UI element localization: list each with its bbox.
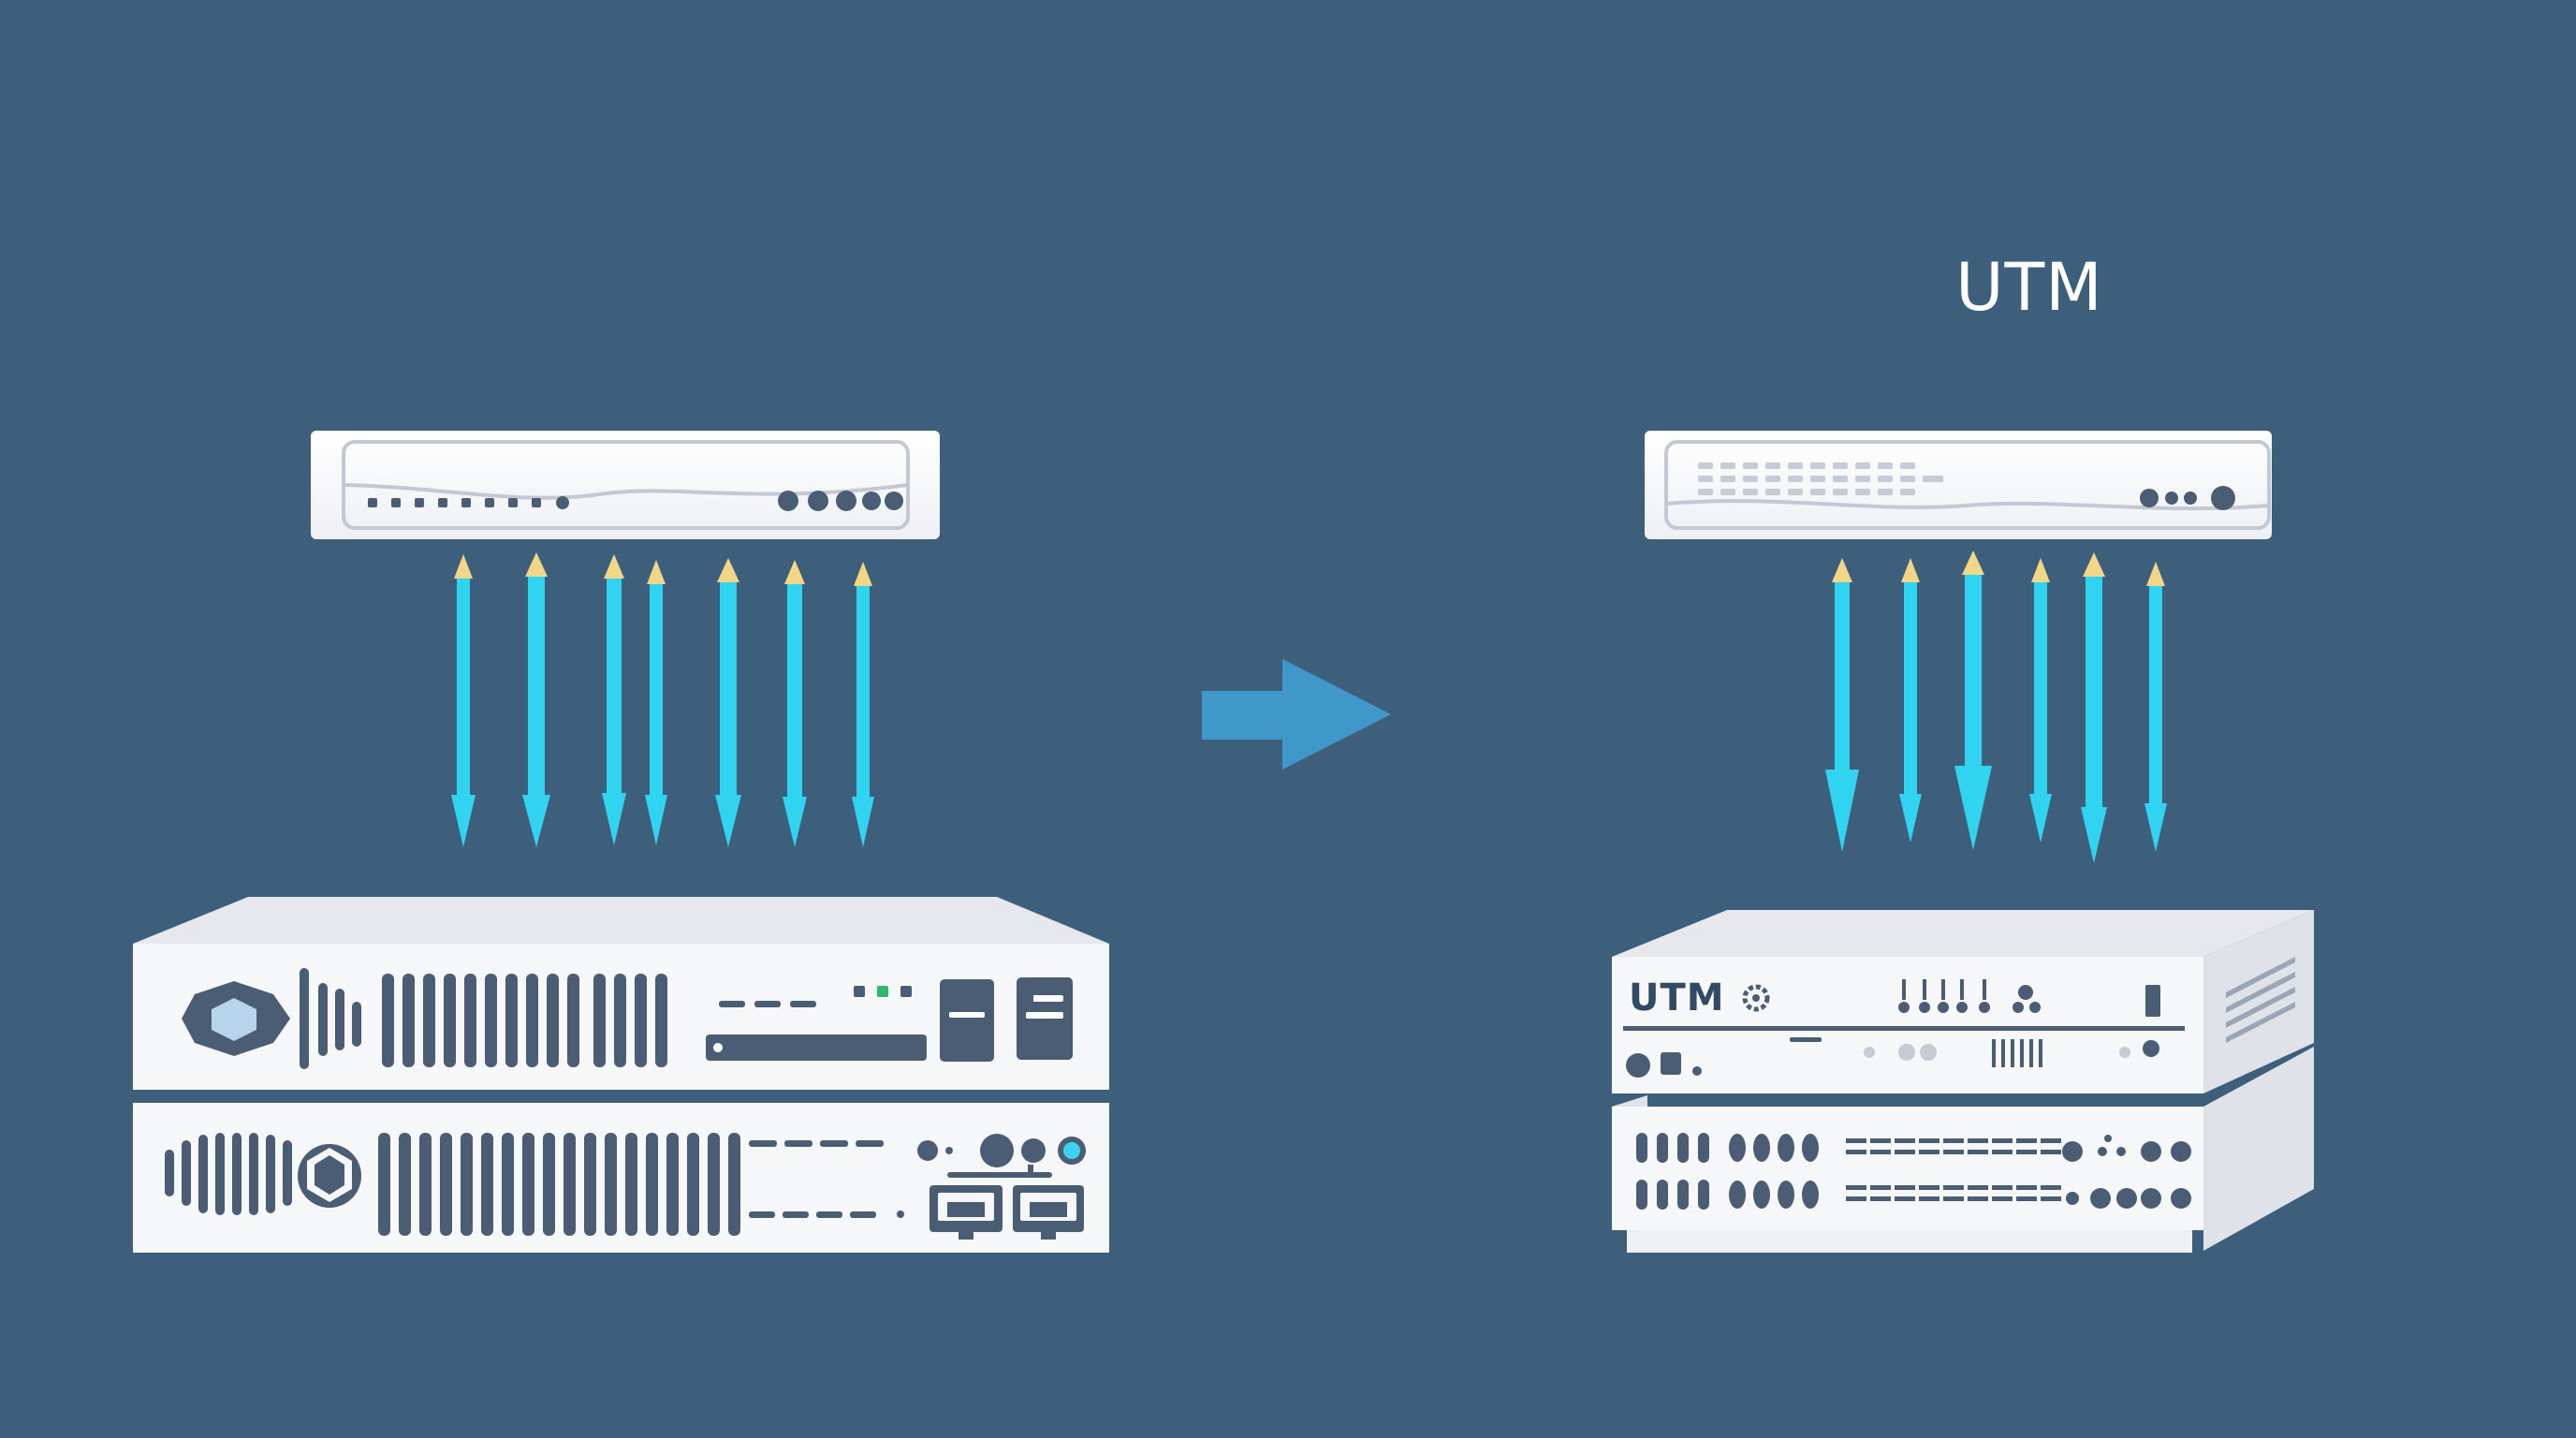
shield-logo-icon [182,981,290,1056]
utm-title: UTM [1955,249,2103,326]
right-top-device-vents [1698,462,1943,495]
ethernet-port-icon-2 [1013,1185,1084,1240]
fan-icon [298,1144,361,1208]
right-flow-arrow [2029,558,2052,843]
utm-upper-details [1623,979,2185,1078]
left-flow-arrow [715,558,741,847]
left-flow-arrow [451,554,476,847]
ethernet-port-icon [929,1185,1003,1240]
left-module-details [713,995,1063,1052]
left-flow-arrow [602,554,626,845]
right-flow-arrow [1825,558,1859,852]
right-traffic-flows [1825,550,2167,863]
right-flow-arrow [2081,552,2107,863]
left-top-device-leds [368,491,903,511]
right-flow-arrow [2144,562,2167,852]
right-top-device-leds [2140,486,2235,510]
right-flow-arrow [1899,558,1922,843]
utm-appliance [1612,910,2314,1253]
utm-lower-ports [1636,1133,2191,1210]
utm-device-badge: UTM [1629,976,1725,1020]
transition-arrow [1202,659,1391,770]
status-led-green-icon [877,986,888,997]
left-module-upper-vents [300,968,1073,1069]
left-flow-arrow [783,560,807,847]
left-top-device [311,431,940,539]
utm-side-vents [2226,957,2295,1043]
left-flow-arrow [852,562,874,847]
left-traffic-flows [451,552,874,847]
left-flow-arrow [645,560,667,845]
right-flow-arrow [1954,550,1992,850]
left-bottom-appliance [133,897,1109,1253]
utm-soft-indicators [1864,1044,2130,1061]
gear-icon [1742,984,1770,1012]
left-module-lower-vents [165,1133,292,1215]
right-top-device [1645,431,2272,539]
left-module-lower-bars [378,1133,1052,1236]
left-flow-arrow [522,552,550,847]
